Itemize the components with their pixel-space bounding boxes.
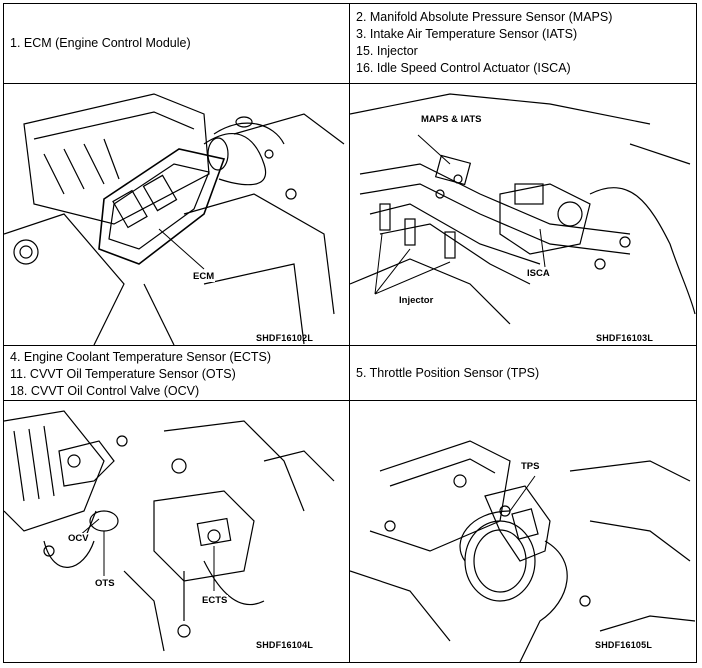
row-divider [4,83,696,84]
tps-header: 5. Throttle Position Sensor (TPS) [350,346,696,400]
ecm-callout: ECM [192,271,216,282]
maps-figure-code: SHDF16103L [596,333,654,343]
row-divider [4,400,696,401]
ecm-figure: ECM SHDF16102L [4,84,349,345]
intake-manifold-illustration [350,93,696,325]
ects-callout: ECTS [201,595,229,606]
injector-callout: Injector [398,295,435,306]
injector-title: 15. Injector [356,44,418,58]
tps-title: 5. Throttle Position Sensor (TPS) [356,365,540,380]
isca-callout: ISCA [526,268,551,279]
maps-figure: MAPS & IATS ISCA Injector SHDF16103L [350,84,696,345]
ects-header: 4. Engine Coolant Temperature Sensor (EC… [4,349,349,400]
isca-title: 16. Idle Speed Control Actuator (ISCA) [356,61,571,75]
tps-figure-code: SHDF16105L [595,640,653,650]
ecm-header: 1. ECM (Engine Control Module) [4,4,349,83]
throttle-body-illustration [350,440,696,662]
ecm-figure-code: SHDF16102L [256,333,314,343]
maps-header: 2. Manifold Absolute Pressure Sensor (MA… [350,9,696,83]
tps-callout: TPS [520,461,541,472]
row-divider [4,345,696,346]
ecm-engine-illustration [4,93,345,345]
cylinder-head-illustration [4,410,335,652]
ocv-callout: OCV [67,533,90,544]
ects-figure-code: SHDF16104L [256,640,314,650]
maps-iats-callout: MAPS & IATS [420,114,483,125]
tps-figure: TPS SHDF16105L [350,401,696,662]
iats-title: 3. Intake Air Temperature Sensor (IATS) [356,27,578,41]
ots-title: 11. CVVT Oil Temperature Sensor (OTS) [10,367,236,381]
sensor-location-table: 1. ECM (Engine Control Module) 2. Manifo… [3,3,697,663]
ots-callout: OTS [94,578,116,589]
ocv-title: 18. CVVT Oil Control Valve (OCV) [10,384,200,398]
column-divider [349,4,350,662]
ects-figure: OCV OTS ECTS SHDF16104L [4,401,349,662]
ecm-title: 1. ECM (Engine Control Module) [10,36,191,50]
ects-title: 4. Engine Coolant Temperature Sensor (EC… [10,350,272,364]
maps-title: 2. Manifold Absolute Pressure Sensor (MA… [356,10,613,24]
